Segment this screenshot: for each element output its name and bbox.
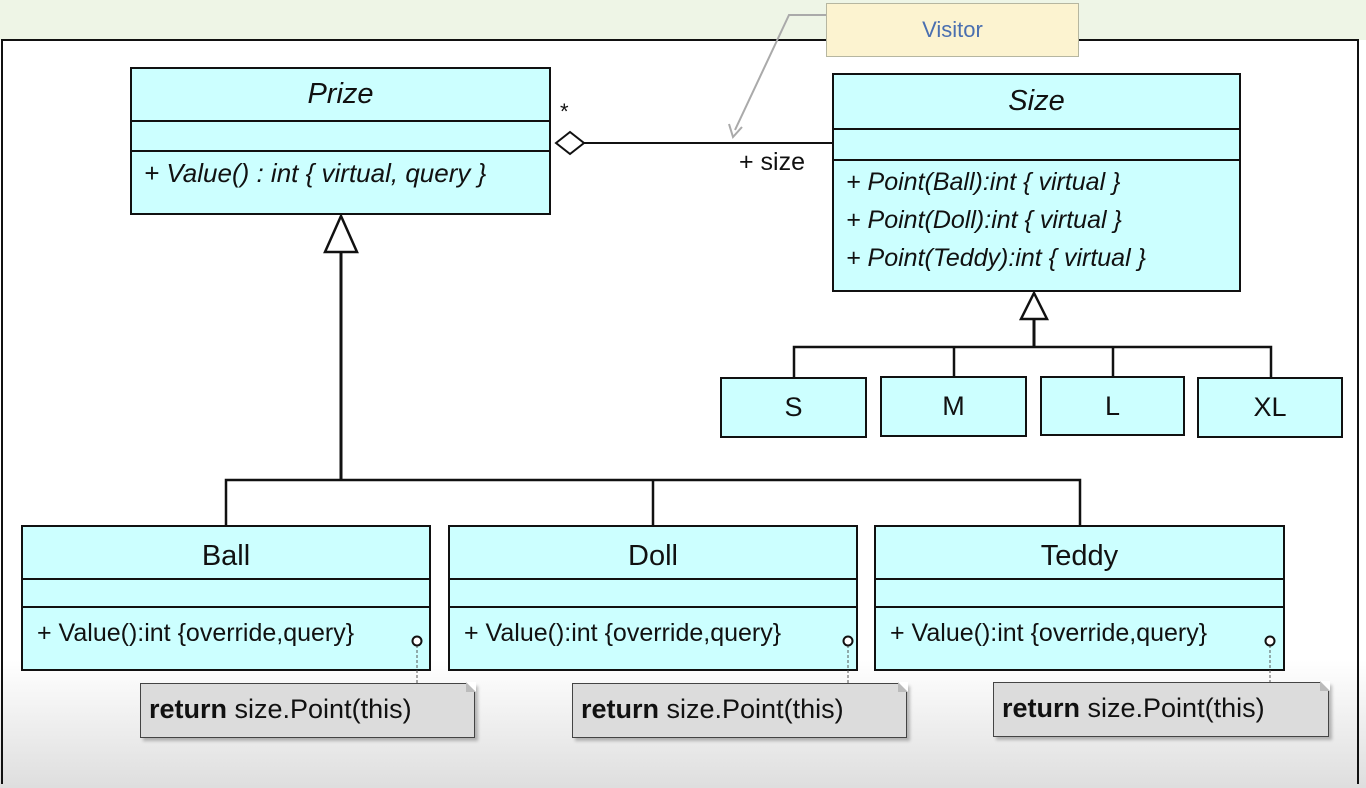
- class-teddy-operation: + Value():int {override,query}: [890, 619, 1208, 647]
- class-ball-operation: + Value():int {override,query}: [37, 619, 355, 647]
- class-doll-attributes: [450, 580, 856, 608]
- note-keyword: return: [149, 694, 228, 724]
- note-keyword: return: [1002, 693, 1081, 723]
- class-doll-name: Doll: [450, 527, 856, 580]
- note-fold: [898, 682, 908, 692]
- class-m: M: [880, 376, 1027, 437]
- class-size-operation: + Point(Teddy):int { virtual }: [846, 244, 1146, 272]
- diagram-frame: [1, 39, 1359, 784]
- note-fold: [1320, 681, 1330, 691]
- note-keyword: return: [581, 694, 660, 724]
- class-ball-name: Ball: [23, 527, 429, 580]
- class-prize-attributes: [132, 122, 549, 152]
- class-ball-attributes: [23, 580, 429, 608]
- class-s: S: [720, 377, 867, 438]
- multiplicity-label: *: [560, 99, 569, 124]
- class-prize-name: Prize: [132, 69, 549, 122]
- class-teddy-attributes: [876, 580, 1283, 608]
- class-doll-operations: + Value():int {override,query}: [450, 608, 856, 659]
- note-ball: return size.Point(this): [140, 682, 476, 738]
- note-fold: [466, 682, 476, 692]
- note-teddy: return size.Point(this): [993, 681, 1330, 737]
- class-size-name: Size: [834, 75, 1239, 130]
- note-doll: return size.Point(this): [572, 682, 908, 738]
- class-size: Size + Point(Ball):int { virtual } + Poi…: [832, 73, 1241, 292]
- role-label: + size: [739, 148, 806, 176]
- class-xl: XL: [1197, 377, 1343, 438]
- visitor-note-text: Visitor: [922, 17, 983, 42]
- class-size-operation: + Point(Doll):int { virtual }: [846, 206, 1122, 234]
- class-doll: Doll + Value():int {override,query}: [448, 525, 858, 671]
- class-teddy: Teddy + Value():int {override,query}: [874, 525, 1285, 671]
- note-text: size.Point(this): [1080, 693, 1265, 723]
- class-teddy-operations: + Value():int {override,query}: [876, 608, 1283, 659]
- class-ball: Ball + Value():int {override,query}: [21, 525, 431, 671]
- class-teddy-name: Teddy: [876, 527, 1283, 580]
- class-prize: Prize + Value() : int { virtual, query }: [130, 67, 551, 215]
- note-text: size.Point(this): [659, 694, 844, 724]
- class-doll-operation: + Value():int {override,query}: [464, 619, 782, 647]
- class-ball-operations: + Value():int {override,query}: [23, 608, 429, 659]
- visitor-note: Visitor: [826, 3, 1079, 57]
- class-l: L: [1040, 376, 1185, 436]
- class-size-operation: + Point(Ball):int { virtual }: [846, 168, 1121, 196]
- class-prize-operation: + Value() : int { virtual, query }: [144, 158, 487, 188]
- class-size-attributes: [834, 130, 1239, 161]
- class-prize-operations: + Value() : int { virtual, query }: [132, 152, 549, 195]
- class-size-operations: + Point(Ball):int { virtual } + Point(Do…: [834, 161, 1239, 283]
- note-text: size.Point(this): [227, 694, 412, 724]
